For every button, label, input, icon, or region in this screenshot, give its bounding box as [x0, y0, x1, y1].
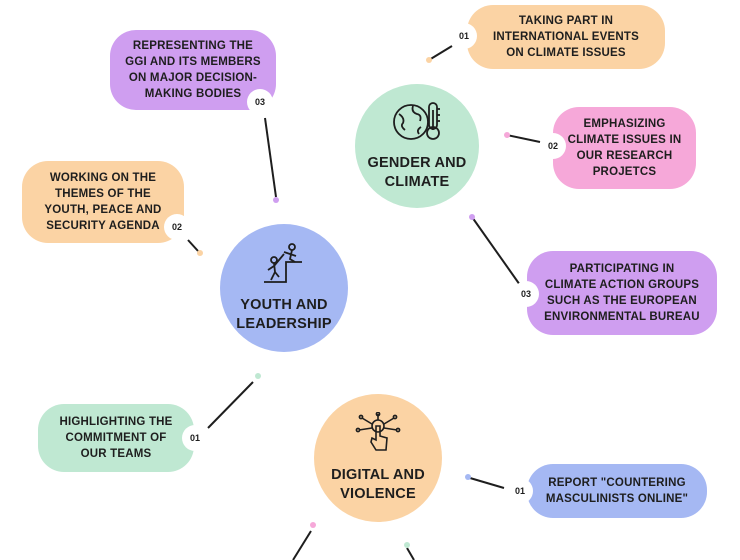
item-international-events: TAKING PART IN INTERNATIONAL EVENTS ON C… — [467, 5, 665, 69]
item-number-badge: 01 — [507, 478, 533, 504]
connector-gender-01 — [428, 45, 453, 61]
item-number-badge: 02 — [540, 133, 566, 159]
item-commitment-of-teams: HIGHLIGHTING THE COMMITMENT OF OUR TEAMS — [38, 404, 194, 472]
connector-gender-02 — [506, 134, 541, 143]
connector-dot — [426, 57, 432, 63]
item-number-badge: 01 — [451, 23, 477, 49]
connector-digital-01 — [469, 477, 505, 489]
climbing-people-icon — [262, 242, 306, 290]
hub-youth-and-leadership: YOUTH AND LEADERSHIP — [220, 224, 348, 352]
connector-dot — [310, 522, 316, 528]
connector-youth-03 — [264, 117, 277, 198]
connector-youth-01 — [207, 381, 254, 429]
hub-digital-and-violence: DIGITAL AND VIOLENCE — [314, 394, 442, 522]
item-youth-peace-security: WORKING ON THE THEMES OF THE YOUTH, PEAC… — [22, 161, 184, 243]
connector-stub-left — [292, 530, 312, 560]
hub-gender-and-climate: GENDER AND CLIMATE — [355, 84, 479, 208]
item-research-projects: EMPHASIZING CLIMATE ISSUES IN OUR RESEAR… — [553, 107, 696, 189]
item-countering-masculinists-report: REPORT "COUNTERING MASCULINISTS ONLINE" — [527, 464, 707, 518]
item-number-badge: 03 — [247, 89, 273, 115]
connector-youth-02 — [187, 239, 199, 252]
hub-label: DIGITAL AND VIOLENCE — [331, 467, 425, 502]
connector-dot — [504, 132, 510, 138]
item-climate-action-groups: PARTICIPATING IN CLIMATE ACTION GROUPS S… — [527, 251, 717, 335]
connector-dot — [197, 250, 203, 256]
hub-label: GENDER AND CLIMATE — [367, 155, 467, 190]
item-number-badge: 02 — [164, 214, 190, 240]
connector-dot — [404, 542, 410, 548]
connector-dot — [469, 214, 475, 220]
globe-thermometer-icon — [391, 100, 443, 148]
connector-dot — [255, 373, 261, 379]
connector-dot — [273, 197, 279, 203]
connector-gender-03 — [471, 216, 521, 286]
hand-touch-network-icon — [354, 411, 402, 460]
hub-label: YOUTH AND LEADERSHIP — [236, 297, 332, 332]
connector-dot — [465, 474, 471, 480]
item-number-badge: 01 — [182, 425, 208, 451]
item-number-badge: 03 — [513, 281, 539, 307]
connector-stub-right — [406, 547, 415, 560]
